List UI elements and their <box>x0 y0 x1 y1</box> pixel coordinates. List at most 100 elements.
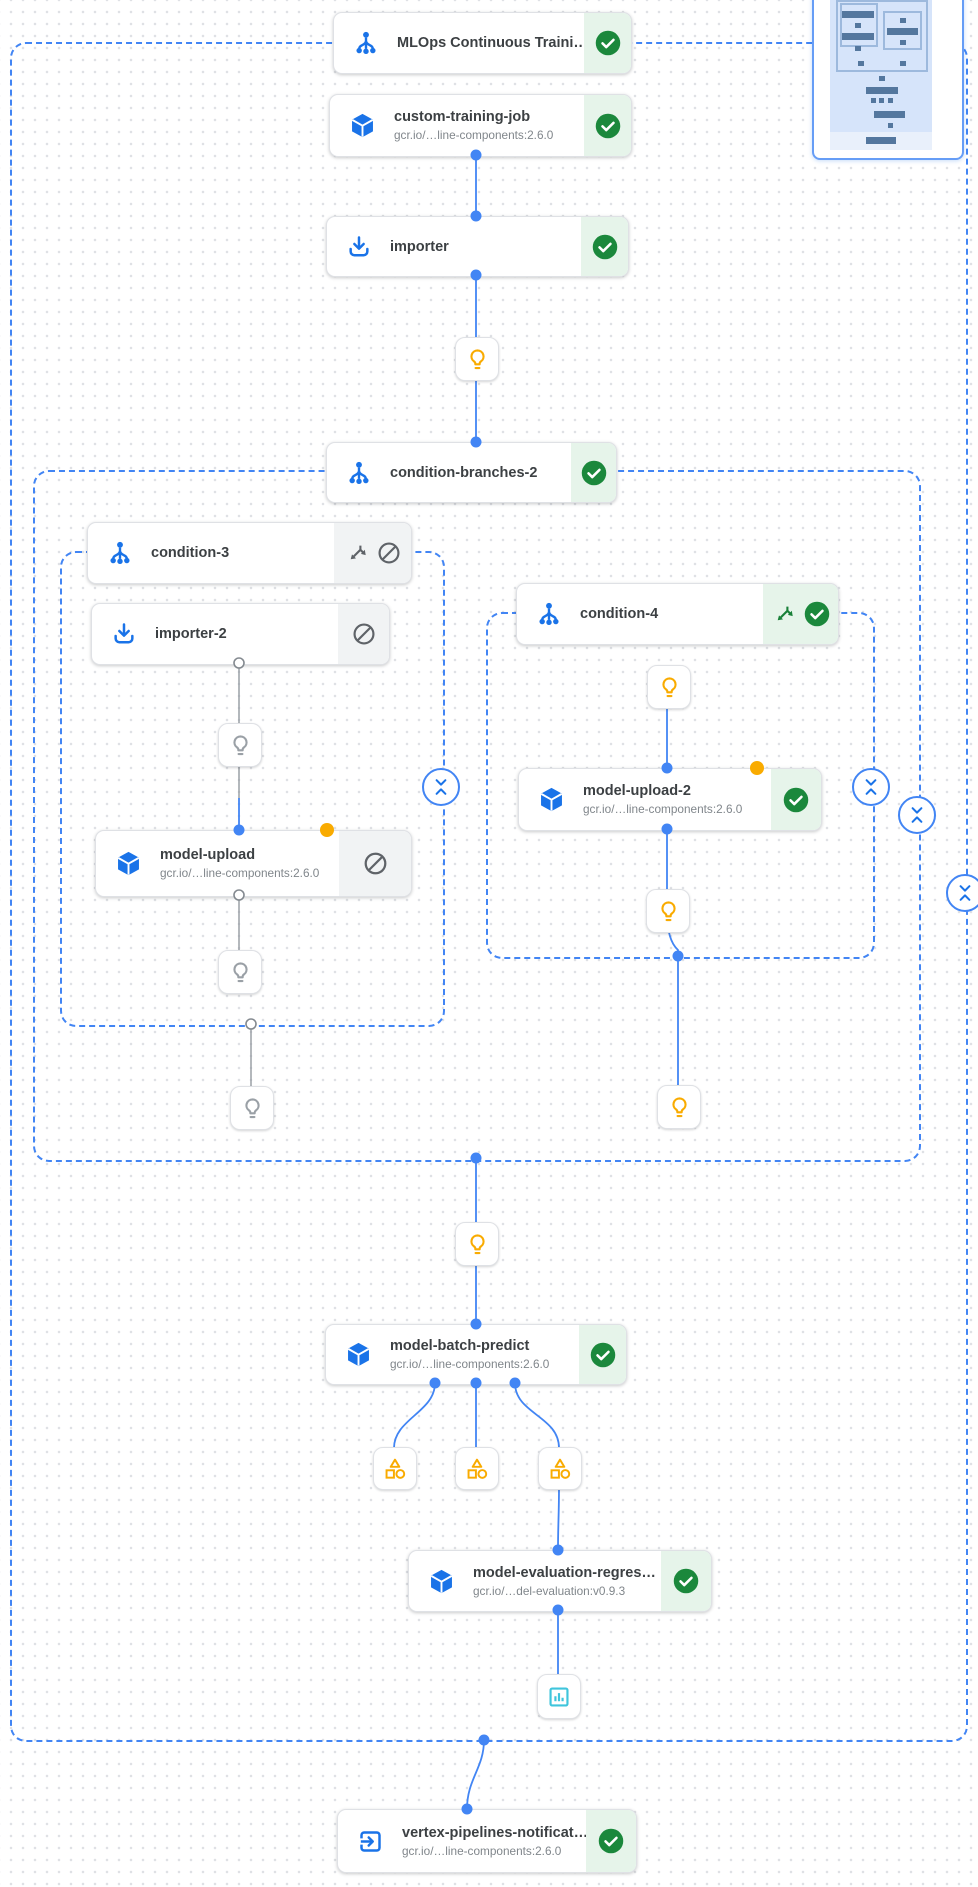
minimap-node <box>871 98 876 103</box>
check-circle-icon <box>594 112 622 140</box>
minimap-node <box>900 61 906 66</box>
minimap-node <box>879 98 884 103</box>
unfold-less-icon <box>860 776 882 798</box>
minimap-node <box>855 23 861 28</box>
dag-icon <box>107 540 133 566</box>
generic-artifact[interactable] <box>455 1447 499 1490</box>
node-text: model-upload-2 gcr.io/…line-components:2… <box>583 782 771 817</box>
node-model-upload-2[interactable]: model-upload-2 gcr.io/…line-components:2… <box>518 768 822 831</box>
check-circle-icon <box>782 786 810 814</box>
collapse-group-button[interactable] <box>898 796 936 834</box>
status-panel-succeeded <box>584 95 631 156</box>
check-circle-icon <box>591 233 619 261</box>
collapse-group-button[interactable] <box>946 874 978 912</box>
node-title: vertex-pipelines-notificat… <box>402 1824 586 1841</box>
status-panel-skipped <box>334 523 411 583</box>
container-component-icon <box>349 112 376 139</box>
lightbulb-icon <box>656 674 683 701</box>
node-model-batch-predict[interactable]: model-batch-predict gcr.io/…line-compone… <box>325 1324 627 1385</box>
node-text: model-evaluation-regres… gcr.io/…del-eva… <box>473 1564 661 1599</box>
check-circle-icon <box>597 1827 625 1855</box>
node-importer[interactable]: importer <box>326 216 629 277</box>
node-custom-training-job[interactable]: custom-training-job gcr.io/…line-compone… <box>329 94 632 157</box>
node-title: condition-4 <box>580 606 659 622</box>
minimap-node <box>855 46 861 51</box>
node-text: custom-training-job gcr.io/…line-compone… <box>394 108 584 143</box>
lightbulb-icon <box>464 346 491 373</box>
check-circle-icon <box>803 600 831 628</box>
node-subtitle: gcr.io/…line-components:2.6.0 <box>160 866 320 880</box>
container-component-icon <box>538 786 565 813</box>
check-circle-icon <box>594 29 622 57</box>
parameter-artifact[interactable] <box>647 665 691 709</box>
unfold-less-icon <box>430 776 452 798</box>
node-model-evaluation-regression[interactable]: model-evaluation-regres… gcr.io/…del-eva… <box>408 1550 712 1612</box>
node-vertex-pipelines-notification[interactable]: vertex-pipelines-notificat… gcr.io/…line… <box>337 1809 637 1873</box>
node-text: vertex-pipelines-notificat… gcr.io/…line… <box>402 1824 586 1859</box>
minimap-node <box>888 123 893 128</box>
node-importer-2[interactable]: importer-2 <box>91 603 390 665</box>
node-condition-4[interactable]: condition-4 <box>516 583 839 645</box>
lightbulb-icon <box>666 1094 693 1121</box>
minimap-node <box>866 87 898 94</box>
metrics-artifact[interactable] <box>537 1674 581 1719</box>
skipped-slash-icon <box>362 850 389 877</box>
node-text: condition-3 <box>151 544 334 562</box>
container-component-icon <box>345 1341 372 1368</box>
status-panel-succeeded <box>771 769 821 830</box>
status-panel-succeeded <box>763 584 838 644</box>
node-text: condition-4 <box>580 605 763 623</box>
node-text: model-upload gcr.io/…line-components:2.6… <box>160 846 339 881</box>
dag-icon <box>353 30 379 56</box>
minimap-node <box>866 137 896 144</box>
lightbulb-icon <box>655 898 682 925</box>
status-panel-succeeded <box>579 1325 626 1384</box>
minimap-node <box>858 61 864 66</box>
parameter-artifact-skipped[interactable] <box>230 1086 274 1130</box>
status-panel-succeeded <box>661 1551 711 1611</box>
parameter-artifact[interactable] <box>455 337 499 381</box>
node-title: MLOps Continuous Traini… <box>397 35 584 51</box>
node-text: condition-branches-2 <box>390 464 571 482</box>
metrics-chart-icon <box>546 1684 572 1710</box>
generic-artifact[interactable] <box>373 1447 417 1490</box>
parameter-artifact-skipped[interactable] <box>218 723 262 767</box>
node-title: model-upload-2 <box>583 783 691 799</box>
minimap-node <box>888 98 893 103</box>
node-text: MLOps Continuous Traini… <box>397 34 584 52</box>
node-condition-3[interactable]: condition-3 <box>87 522 412 584</box>
minimap-node <box>842 11 874 18</box>
status-panel-succeeded <box>571 443 616 502</box>
shapes-artifact-icon <box>464 1456 490 1482</box>
container-component-icon <box>115 850 142 877</box>
node-condition-branches-2[interactable]: condition-branches-2 <box>326 442 617 503</box>
minimap-group-outline <box>836 0 928 72</box>
parameter-artifact[interactable] <box>646 889 690 933</box>
node-title: importer-2 <box>155 626 227 642</box>
unfold-less-icon <box>954 882 976 904</box>
minimap-node <box>842 33 874 40</box>
node-title: model-upload <box>160 847 256 863</box>
minimap-node <box>900 18 906 23</box>
collapse-group-button[interactable] <box>852 768 890 806</box>
node-title: condition-branches-2 <box>390 464 538 481</box>
node-title: model-evaluation-regres… <box>473 1564 656 1581</box>
node-text: importer-2 <box>155 625 338 643</box>
parameter-artifact-skipped[interactable] <box>218 950 262 994</box>
dag-icon <box>346 460 372 486</box>
check-circle-icon <box>672 1567 700 1595</box>
minimap-node <box>900 40 906 45</box>
node-model-upload[interactable]: model-upload gcr.io/…line-components:2.6… <box>95 830 412 897</box>
collapse-group-button[interactable] <box>422 768 460 806</box>
generic-artifact[interactable] <box>538 1447 582 1490</box>
lightbulb-icon <box>227 732 254 759</box>
check-circle-icon <box>589 1341 617 1369</box>
node-mlops-continuous-training[interactable]: MLOps Continuous Traini… <box>333 12 632 74</box>
node-subtitle: gcr.io/…del-evaluation:v0.9.3 <box>473 1583 626 1598</box>
parameter-artifact[interactable] <box>657 1085 701 1129</box>
minimap[interactable] <box>812 0 964 160</box>
parameter-artifact[interactable] <box>455 1222 499 1266</box>
shapes-artifact-icon <box>382 1456 408 1482</box>
status-panel-skipped <box>339 831 411 896</box>
